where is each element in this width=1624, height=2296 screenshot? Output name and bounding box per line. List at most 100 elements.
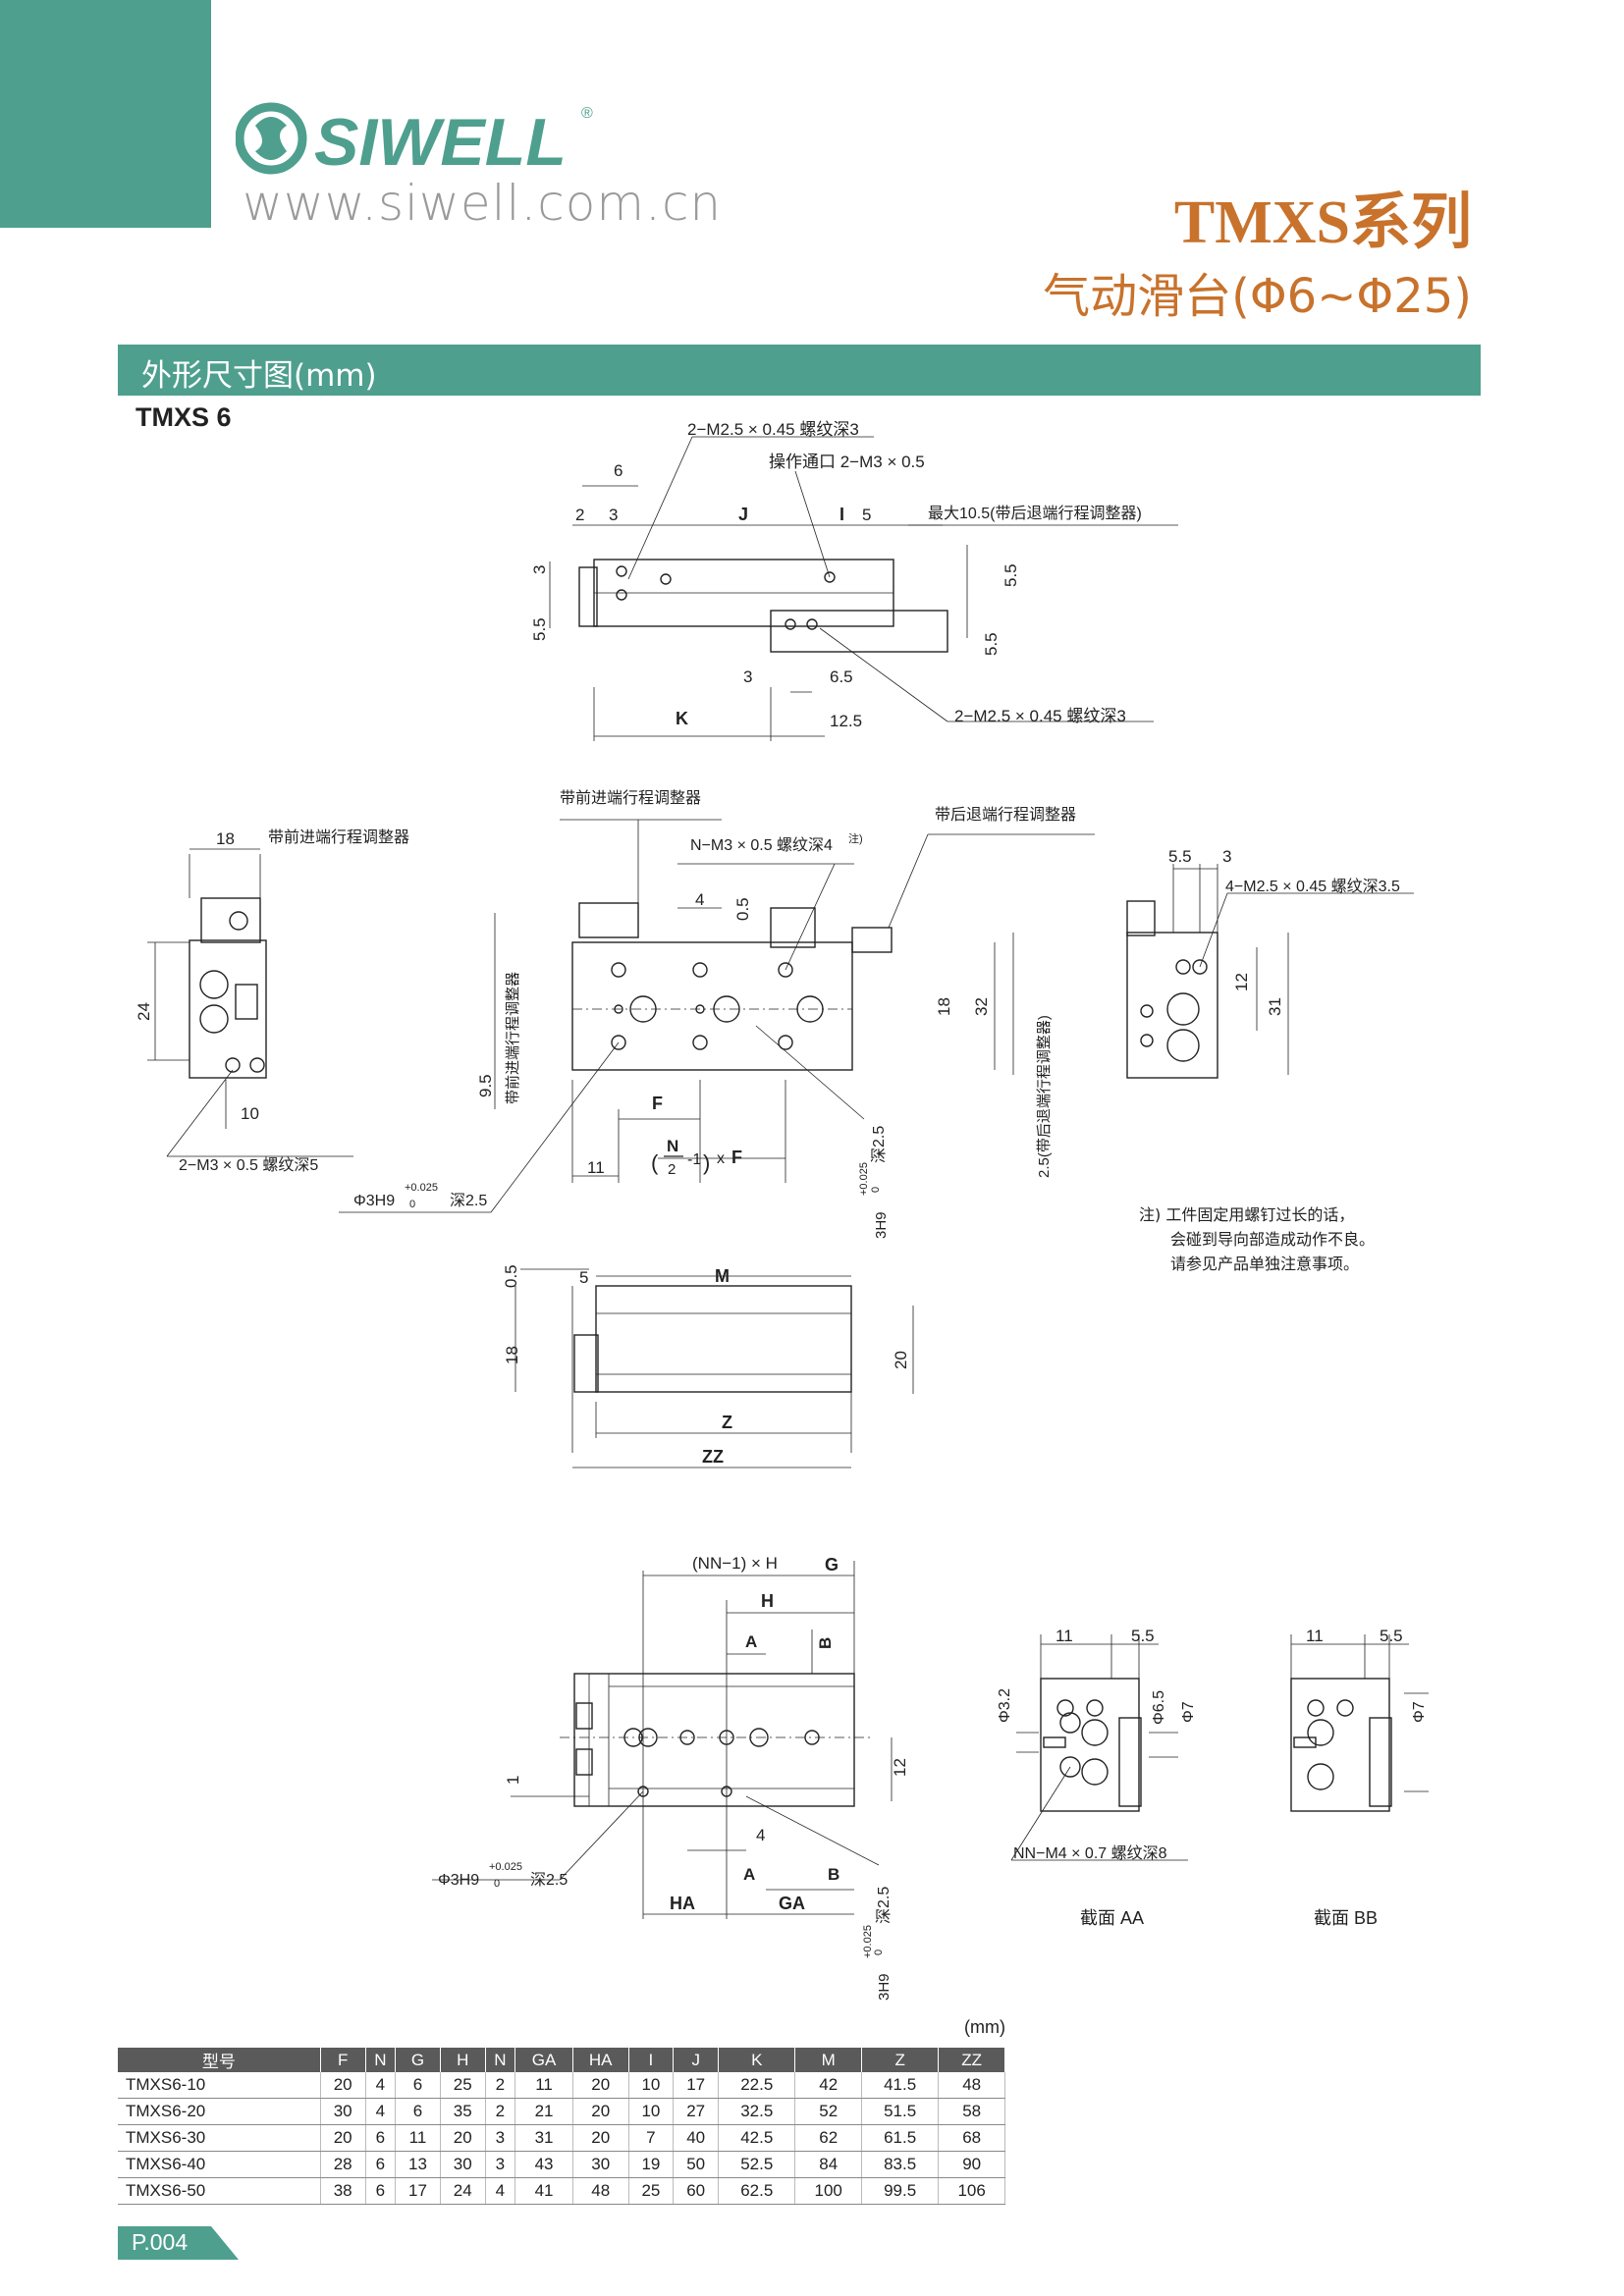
label-dim-32: 32 bbox=[972, 997, 991, 1016]
label-formula-paren-close: ) bbox=[703, 1150, 710, 1175]
label-tol-lower: 0 bbox=[409, 1199, 415, 1210]
table-value-cell: 3 bbox=[485, 2151, 516, 2178]
table-value-cell: 6 bbox=[395, 2072, 441, 2099]
table-value-cell: 4 bbox=[365, 2098, 397, 2125]
section-bar: 外形尺寸图(mm) bbox=[118, 345, 1481, 396]
label-rear-adjuster-vertical: 2.5(带后退端行程调整器) bbox=[1036, 1015, 1053, 1178]
registered-mark: ® bbox=[581, 105, 593, 122]
label-dim-2: 2 bbox=[575, 506, 584, 524]
label-dim-6: 6 bbox=[614, 461, 623, 480]
table-value-cell: 58 bbox=[938, 2098, 1005, 2125]
label-rear-adjuster: 带后退端行程调整器 bbox=[935, 806, 1076, 824]
label-dim-zz: ZZ bbox=[702, 1447, 724, 1467]
table-value-cell: 6 bbox=[365, 2124, 397, 2152]
label-phi-6-5: Φ6.5 bbox=[1151, 1690, 1167, 1725]
table-value-cell: 61.5 bbox=[861, 2124, 940, 2152]
label-front-adjuster-left: 带前进端行程调整器 bbox=[268, 828, 409, 846]
label-dim-5-5-aa: 5.5 bbox=[1131, 1627, 1155, 1645]
label-nn-thread: NN−M4 × 0.7 螺纹深8 bbox=[1013, 1844, 1167, 1862]
label-formula-2: 2 bbox=[668, 1161, 676, 1178]
label-dim-6-5: 6.5 bbox=[830, 667, 853, 686]
label-phi-3-2: Φ3.2 bbox=[997, 1688, 1013, 1723]
table-header-cell: Z bbox=[861, 2048, 940, 2072]
table-value-cell: 42.5 bbox=[718, 2124, 796, 2152]
label-dim-z: Z bbox=[722, 1413, 732, 1432]
logo-mark-icon bbox=[236, 102, 307, 175]
table-value-cell: 28 bbox=[320, 2151, 366, 2178]
label-depth-v: 深2.5 bbox=[870, 1126, 888, 1163]
table-value-cell: 6 bbox=[365, 2151, 397, 2178]
label-front-adjuster: 带前进端行程调整器 bbox=[560, 789, 701, 807]
table-value-cell: 22.5 bbox=[718, 2072, 796, 2099]
table-model-cell: TMXS6-30 bbox=[118, 2124, 321, 2152]
note-line: 注) 工件固定用螺钉过长的话， bbox=[1139, 1205, 1355, 1224]
label-dim-31: 31 bbox=[1266, 997, 1284, 1016]
label-dim-12-5: 12.5 bbox=[830, 712, 862, 730]
label-dim-18-side: 18 bbox=[503, 1346, 521, 1364]
table-value-cell: 7 bbox=[628, 2124, 675, 2152]
series-title: TMXS系列 bbox=[1173, 189, 1472, 256]
label-dim-0-5-side: 0.5 bbox=[502, 1264, 520, 1288]
brand-name: SIWELL bbox=[314, 105, 567, 179]
table-model-cell: TMXS6-50 bbox=[118, 2177, 321, 2205]
table-header-cell: N bbox=[365, 2048, 397, 2072]
label-dim-1: 1 bbox=[504, 1776, 522, 1785]
table-value-cell: 51.5 bbox=[861, 2098, 940, 2125]
siwell-logo: SIWELL ® bbox=[236, 102, 593, 179]
table-value-cell: 50 bbox=[673, 2151, 720, 2178]
label-dim-nn-h: (NN−1) × H bbox=[692, 1554, 778, 1573]
table-value-cell: 6 bbox=[395, 2098, 441, 2125]
label-dim-m: M bbox=[715, 1266, 730, 1286]
table-value-cell: 90 bbox=[938, 2151, 1005, 2178]
label-port: 操作通口 2−M3 × 0.5 bbox=[769, 453, 925, 471]
table-value-cell: 20 bbox=[572, 2124, 629, 2152]
table-header-cell: G bbox=[395, 2048, 441, 2072]
label-dim-5-5-rv: 5.5 bbox=[1168, 847, 1192, 866]
table-value-cell: 106 bbox=[938, 2177, 1005, 2205]
label-bottom-thread: 2−M2.5 × 0.45 螺纹深3 bbox=[954, 707, 1126, 725]
table-value-cell: 62.5 bbox=[718, 2177, 796, 2205]
label-dim-5-side: 5 bbox=[579, 1268, 588, 1287]
page-number: P.004 bbox=[132, 2229, 189, 2255]
label-dim-18-main: 18 bbox=[935, 997, 953, 1016]
table-header-cell: GA bbox=[514, 2048, 573, 2072]
label-dim-ga: GA bbox=[779, 1894, 805, 1913]
table-value-cell: 2 bbox=[485, 2072, 516, 2099]
label-formula-minus1: -1 bbox=[687, 1151, 701, 1168]
label-dim-10: 10 bbox=[241, 1104, 259, 1123]
label-tol-upper-v: +0.025 bbox=[858, 1162, 870, 1196]
label-dim-12-lower: 12 bbox=[891, 1758, 909, 1777]
label-tol-lower-v: 0 bbox=[870, 1187, 882, 1193]
label-formula-times: x bbox=[717, 1150, 725, 1167]
label-dim-k: K bbox=[676, 709, 688, 728]
table-value-cell: 20 bbox=[320, 2124, 366, 2152]
label-dim-b-bottom: B bbox=[828, 1865, 839, 1884]
label-dim-24: 24 bbox=[135, 1002, 153, 1021]
table-value-cell: 25 bbox=[440, 2072, 486, 2099]
label-note-mark: 注) bbox=[848, 831, 863, 845]
table-header-cell: ZZ bbox=[938, 2048, 1005, 2072]
table-value-cell: 30 bbox=[320, 2098, 366, 2125]
label-dim-11-bb: 11 bbox=[1306, 1627, 1324, 1645]
table-header-cell: K bbox=[718, 2048, 796, 2072]
series-subtitle: 气动滑台(Φ6~Φ25) bbox=[1043, 269, 1472, 324]
label-dim-5-top: 5 bbox=[862, 506, 871, 524]
table-header-cell: H bbox=[440, 2048, 486, 2072]
label-dim-5-5-right: 5.5 bbox=[1001, 563, 1020, 587]
label-n-thread: N−M3 × 0.5 螺纹深4 bbox=[690, 836, 833, 854]
label-hole-3h9-v: 3H9 bbox=[873, 1211, 890, 1239]
label-dim-h: H bbox=[761, 1591, 774, 1611]
table-value-cell: 31 bbox=[514, 2124, 573, 2152]
table-value-cell: 27 bbox=[673, 2098, 720, 2125]
corner-block bbox=[0, 0, 211, 228]
label-tol-upper-lower: +0.025 bbox=[489, 1861, 522, 1873]
label-tol-lower-v-lower: 0 bbox=[873, 1949, 885, 1955]
table-value-cell: 60 bbox=[673, 2177, 720, 2205]
label-dim-4: 4 bbox=[695, 890, 704, 909]
label-tol-lower-lower: 0 bbox=[494, 1878, 500, 1890]
label-dim-a-top: A bbox=[745, 1632, 757, 1651]
table-header-cell: 型号 bbox=[118, 2048, 321, 2072]
label-formula-f: F bbox=[731, 1148, 742, 1167]
